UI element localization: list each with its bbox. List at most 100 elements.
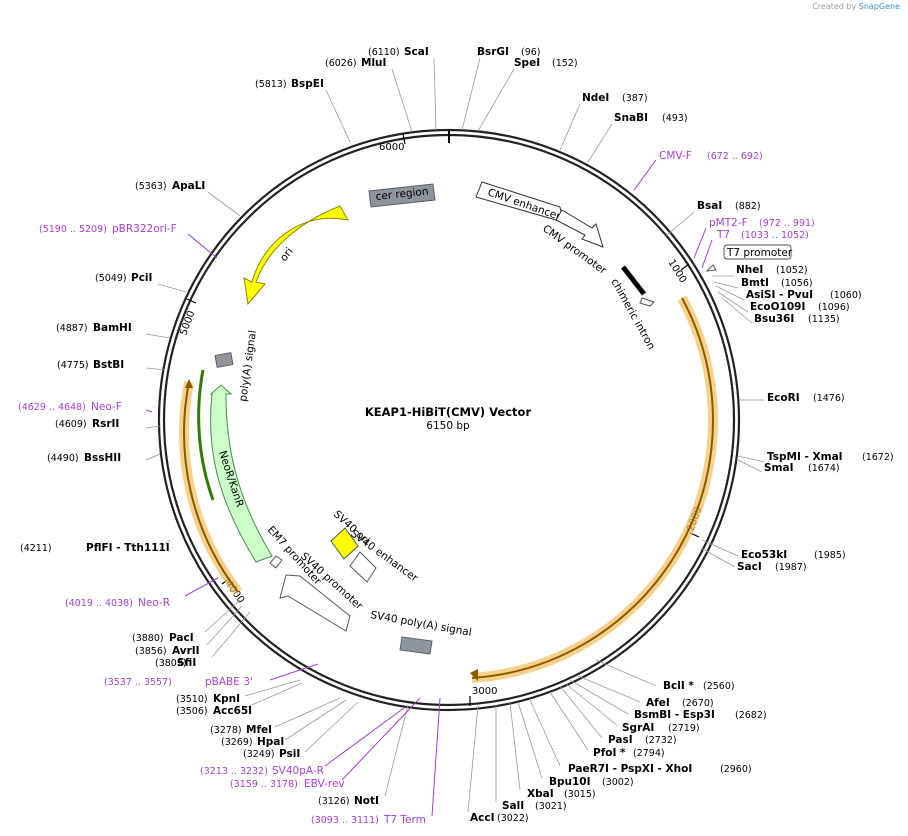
enzyme-position: (1674) [808, 463, 840, 474]
primer-leader-line [187, 233, 218, 259]
enzyme-position: (3015) [564, 789, 596, 800]
primer-range: (4629 .. 4648) [18, 402, 86, 413]
enzyme-position: (493) [662, 113, 688, 124]
enzyme-name: HpaI [257, 736, 284, 748]
enzyme-position: (882) [735, 201, 761, 212]
enzyme-name: Bsu36I [754, 313, 794, 325]
enzyme-position: (2960) [720, 764, 752, 775]
enzyme-position: (6110) [368, 47, 400, 58]
kozak-orf-arc [471, 297, 714, 679]
primer-name: CMV-F [659, 150, 692, 162]
enzyme-leader-line [713, 281, 739, 289]
left-orf-arrowhead [185, 379, 193, 388]
primer-name: EBV-rev [304, 778, 345, 790]
enzyme-leader-line [207, 191, 241, 217]
enzyme-position: (4211) [20, 543, 52, 554]
kozak-orf-arrowhead [470, 669, 478, 681]
tick-label-3000: 3000 [472, 686, 497, 697]
enzyme-leader-line [549, 691, 589, 751]
enzyme-leader-line [274, 697, 341, 728]
enzyme-position: (1060) [830, 290, 862, 301]
tick-3000: 3000 [469, 686, 497, 706]
enzyme-leader-line [565, 683, 619, 727]
enzyme-leader-line [206, 605, 243, 646]
enzyme-position: (3506) [176, 706, 208, 717]
neo-green-arc [197, 369, 215, 501]
enzyme-position: (1096) [818, 302, 850, 313]
primer-range: (1033 .. 1052) [741, 230, 809, 241]
credit-prefix: Created by [812, 2, 857, 11]
cmv-promoter-feature: CMV promoter [540, 209, 609, 278]
enzyme-position: (1987) [775, 562, 807, 573]
enzyme-leader-line [211, 611, 251, 658]
primer-range: (3213 .. 3232) [200, 766, 268, 777]
ori-label: ori [278, 246, 296, 264]
enzyme-position: (3021) [535, 801, 567, 812]
t7-promoter-arrow [705, 264, 717, 272]
enzyme-leader-line [325, 89, 351, 143]
enzyme-name: SfiI [177, 657, 196, 669]
enzyme-name: SpeI [514, 57, 540, 69]
enzyme-name: PacI [169, 632, 194, 644]
enzyme-name: MluI [361, 57, 386, 69]
enzyme-position: (1672) [862, 452, 894, 463]
enzyme-leader-line [159, 539, 171, 549]
enzyme-leader-line [559, 685, 603, 739]
enzyme-name: MfeI [246, 724, 272, 736]
enzyme-position: (1476) [813, 393, 845, 404]
enzyme-name: ScaI [404, 46, 429, 58]
em7-promoter-arrow [269, 555, 283, 569]
enzyme-name: Acc65I [213, 705, 252, 717]
enzyme-position: (2682) [735, 710, 767, 721]
primer-leader-line [324, 707, 405, 767]
enzyme-leader-line [157, 283, 187, 293]
enzyme-name: XbaI [527, 788, 554, 800]
enzyme-position: (96) [521, 47, 541, 58]
enzyme-leader-line [244, 682, 303, 709]
primer-leader-line [145, 409, 153, 413]
left-orf-arc [183, 381, 239, 593]
enzyme-name: ApaLI [172, 180, 205, 192]
enzyme-position: (1135) [808, 314, 840, 325]
enzyme-name: BsmBI - Esp3I [634, 709, 715, 721]
primer-range: (5190 .. 5209) [39, 224, 107, 235]
enzyme-name: AvrII [172, 645, 200, 657]
enzyme-position: (3022) [497, 813, 529, 824]
enzyme-position: (3510) [176, 694, 208, 705]
enzyme-leader-line [461, 57, 481, 131]
enzyme-name: KpnI [213, 693, 240, 705]
enzyme-leader-line [477, 68, 515, 132]
enzyme-leader-line [721, 297, 753, 324]
enzyme-name: PfoI * [593, 747, 626, 759]
enzyme-position: (2670) [682, 698, 714, 709]
sv40-polya-feature: SV40 poly(A) signal [369, 609, 473, 655]
enzyme-position: (3269) [221, 737, 253, 748]
enzyme-leader-line [391, 68, 413, 133]
enzyme-leader-line [304, 701, 359, 753]
enzyme-leader-line [577, 675, 641, 703]
map-size: 6150 bp [426, 420, 470, 432]
cmv-promoter-label: CMV promoter [540, 223, 609, 278]
enzyme-position: (5049) [95, 273, 127, 284]
ori-feature: ori [243, 205, 349, 306]
enzyme-name: EcoRI [767, 392, 800, 404]
enzyme-name: PaeR7I - PspXI - XhoI [568, 763, 692, 775]
enzyme-position: (5813) [255, 79, 287, 90]
primer-leader-line [184, 577, 219, 597]
primer-range: (3537 .. 3557) [104, 677, 172, 688]
snapgene-credit: Created by SnapGene [812, 2, 900, 11]
enzyme-position: (4887) [56, 323, 88, 334]
enzyme-position: (2794) [633, 748, 665, 759]
primer-name: T7 [716, 229, 730, 241]
enzyme-name: SgrAI [622, 722, 654, 734]
enzyme-position: (1056) [781, 278, 813, 289]
primer-name: T7 Term [383, 814, 426, 826]
sv40-ori-feature: SV40 ori [330, 508, 372, 560]
cmv-enhancer-feature: CMV enhancer [475, 181, 564, 223]
polya-signal-label: poly(A) signal [237, 329, 259, 402]
enzyme-position: (3278) [210, 725, 242, 736]
enzyme-name: Bpu10I [549, 776, 591, 788]
enzyme-leader-line [433, 57, 437, 131]
enzyme-name: NotI [354, 795, 379, 807]
